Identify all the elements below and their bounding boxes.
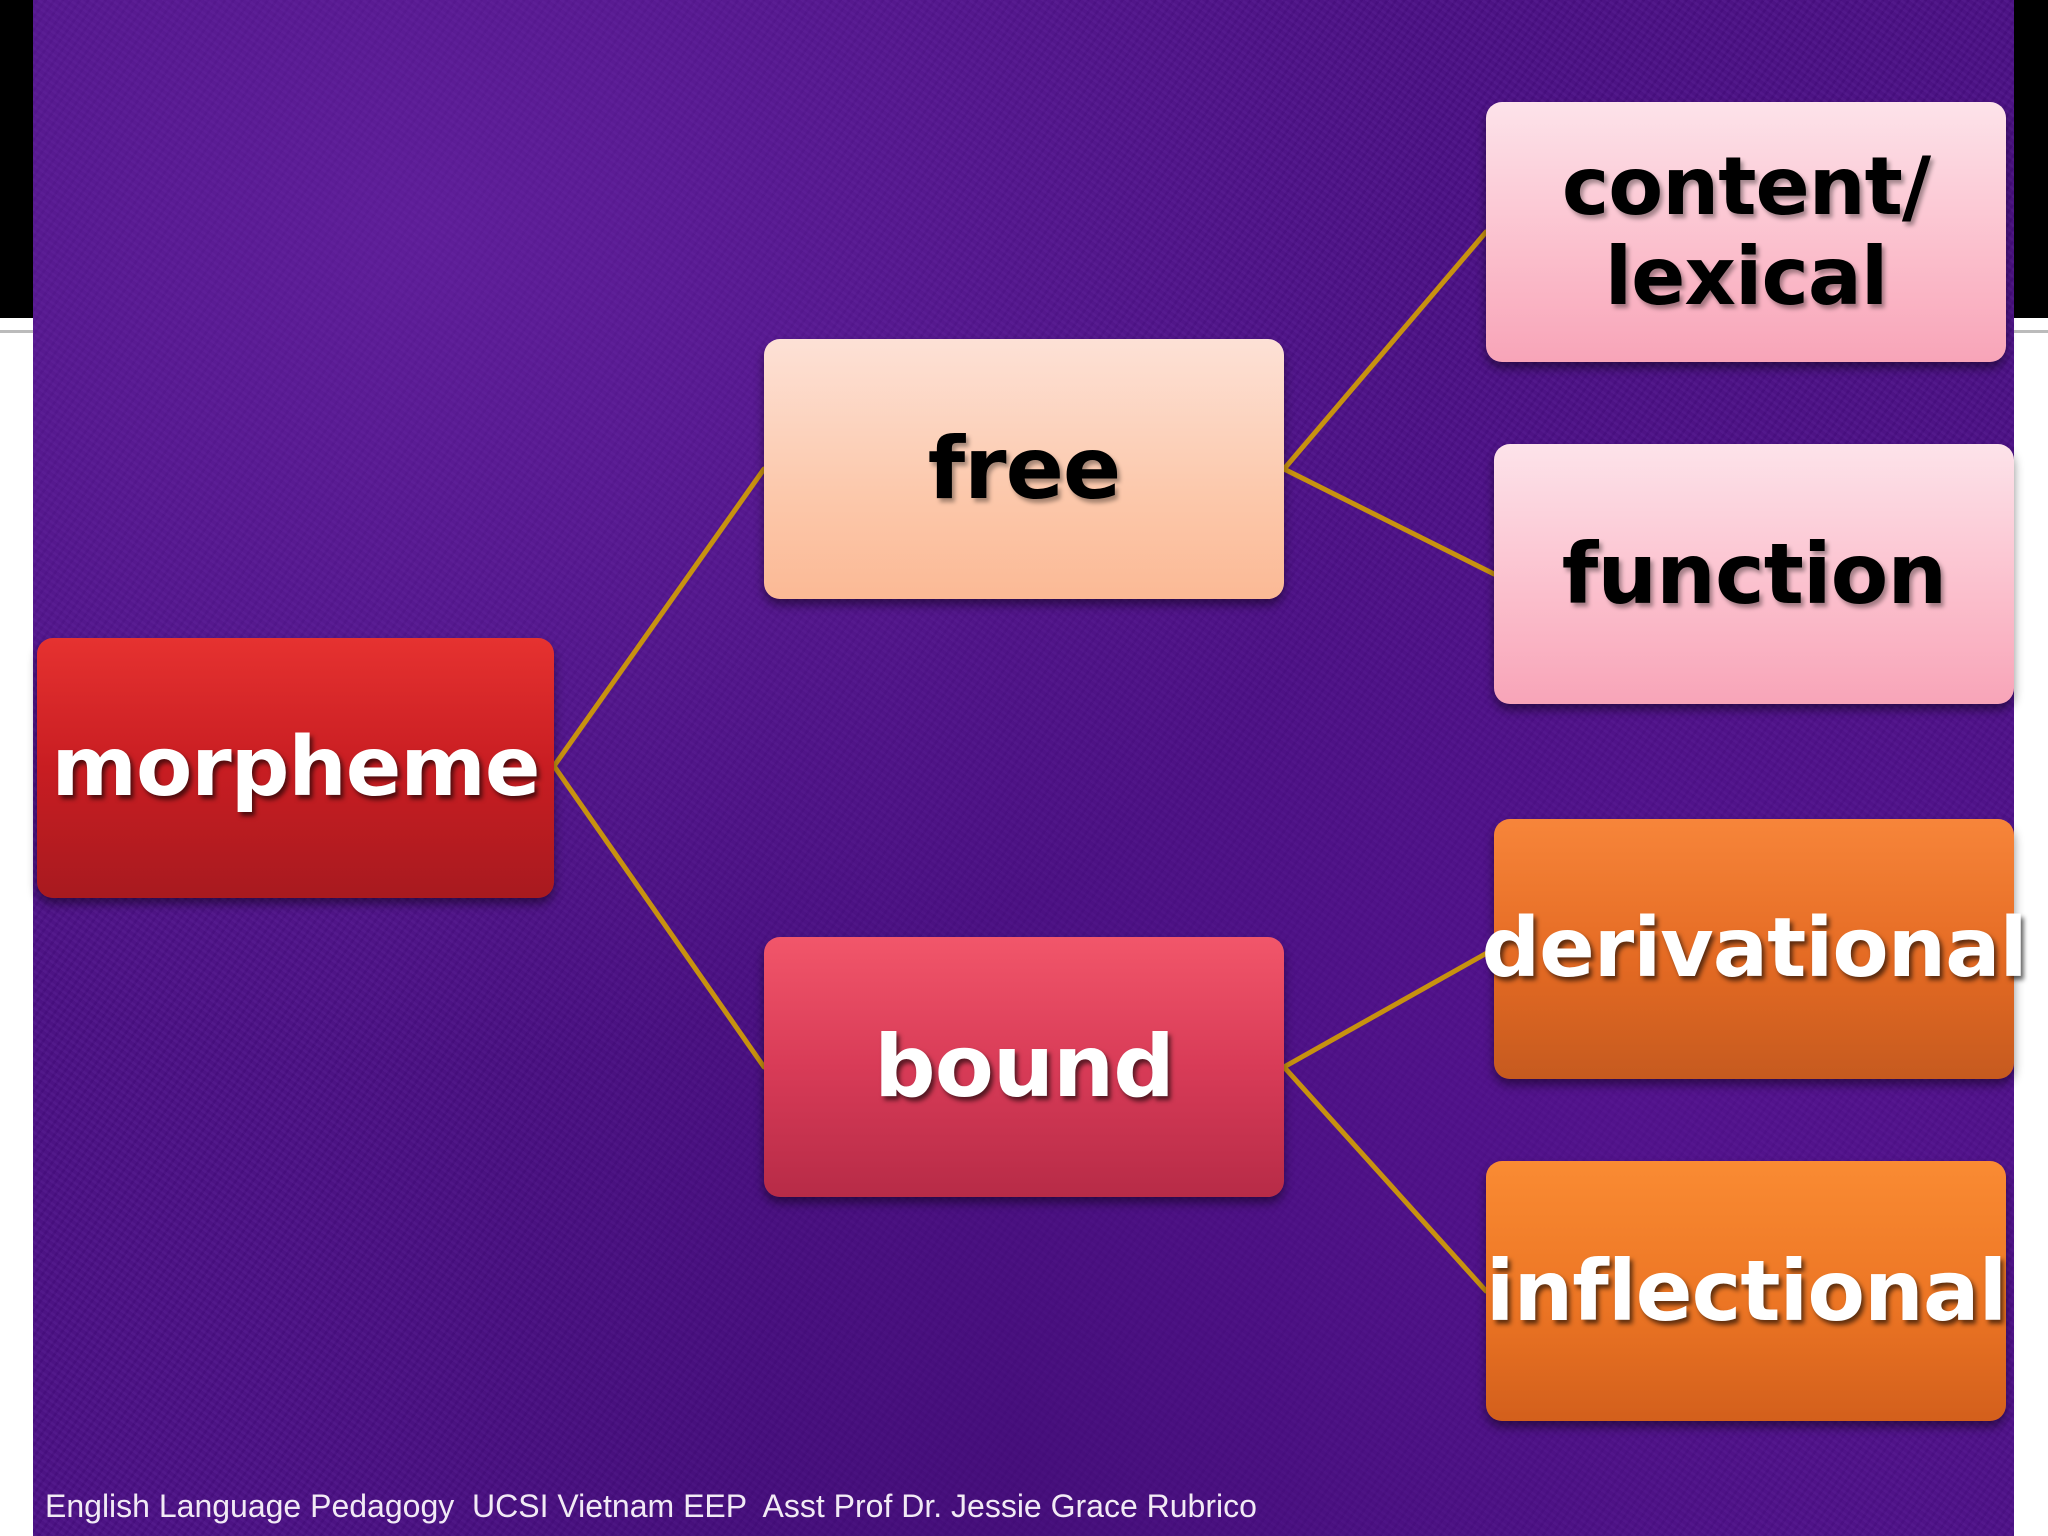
node-bound: bound xyxy=(764,937,1284,1197)
node-morpheme: morpheme xyxy=(37,638,554,898)
footer-credit: English Language Pedagogy UCSI Vietnam E… xyxy=(45,1488,1257,1524)
node-derivational-label: derivational xyxy=(1481,901,2027,997)
node-derivational: derivational xyxy=(1481,819,2028,1079)
connector-bound-inflectional xyxy=(1281,1064,1489,1294)
node-function-label: function xyxy=(1561,524,1947,623)
node-free-label: free xyxy=(927,418,1121,519)
node-bound-label: bound xyxy=(874,1016,1175,1117)
connector-morpheme-bound xyxy=(551,763,767,1070)
connector-free-content xyxy=(1281,229,1489,472)
node-morpheme-label: morpheme xyxy=(51,720,541,816)
connector-morpheme-free xyxy=(551,466,767,769)
node-content-lexical: content/ lexical xyxy=(1486,102,2006,362)
connector-bound-derivational xyxy=(1281,946,1497,1070)
node-function: function xyxy=(1494,444,2014,704)
node-content-lexical-label: content/ lexical xyxy=(1561,140,1931,323)
node-inflectional: inflectional xyxy=(1485,1161,2008,1421)
connector-free-function xyxy=(1281,466,1497,577)
node-free: free xyxy=(764,339,1284,599)
node-inflectional-label: inflectional xyxy=(1485,1241,2008,1340)
